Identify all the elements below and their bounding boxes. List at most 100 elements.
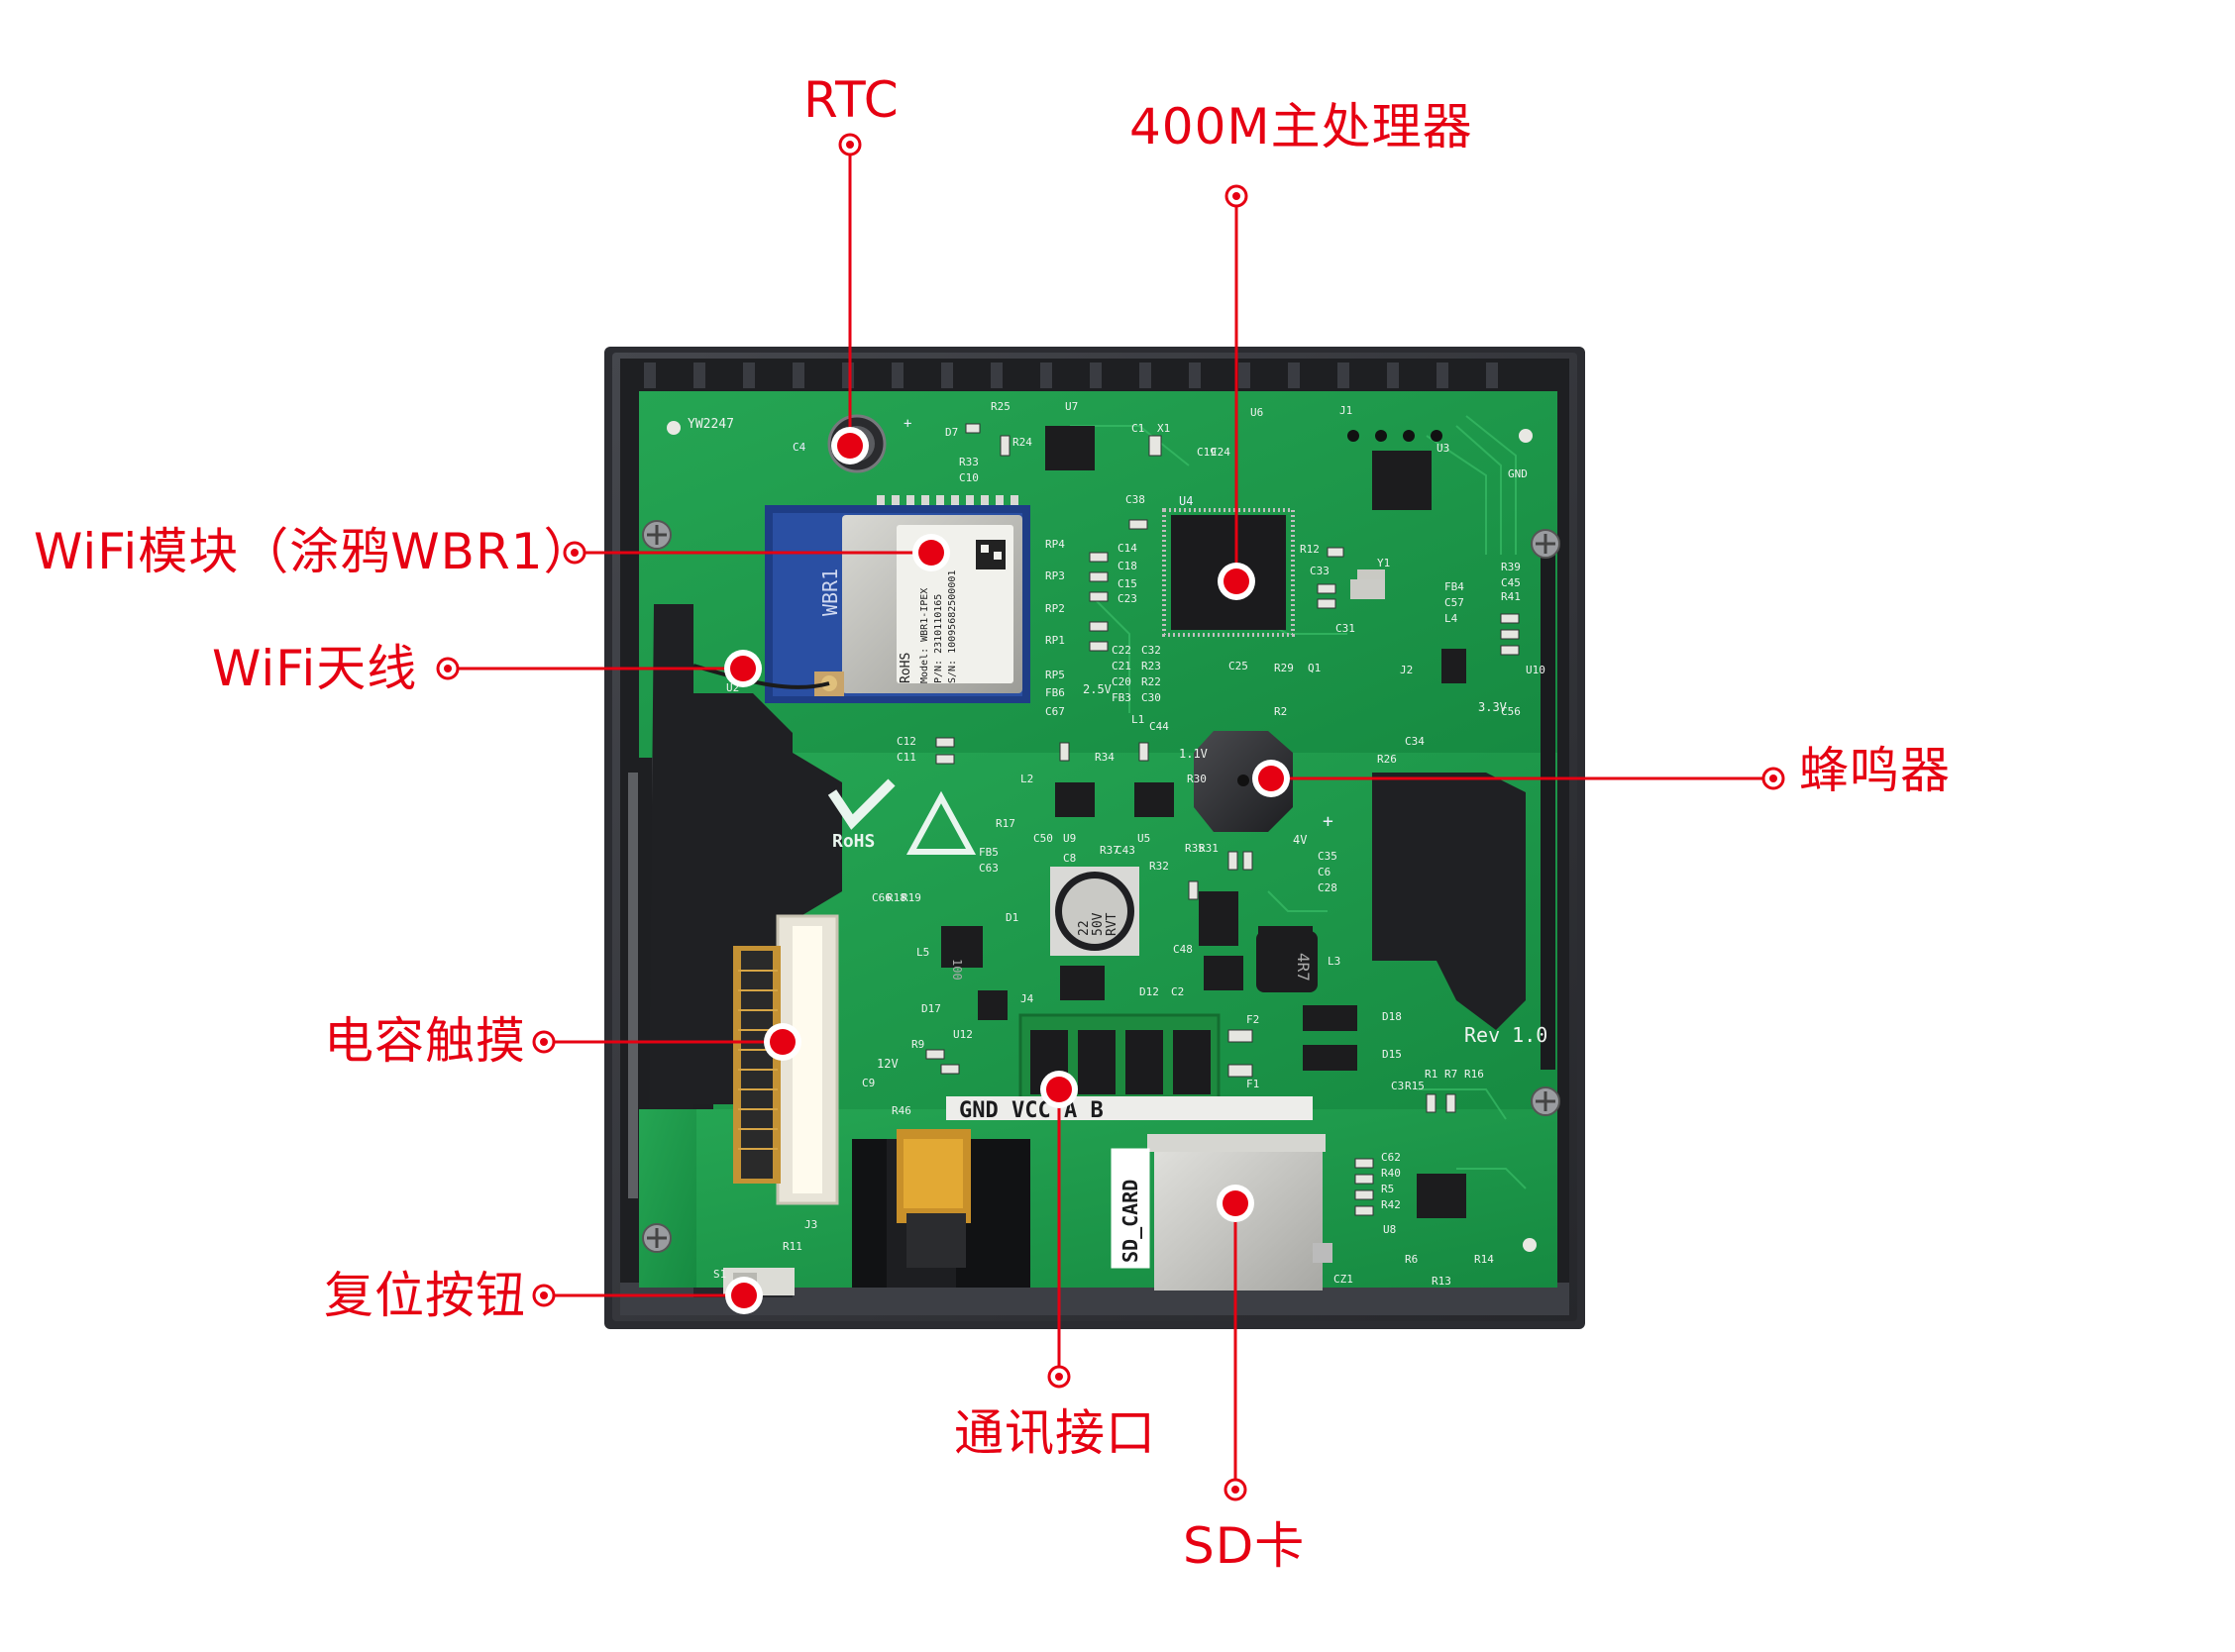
refdes-r29: R29: [1274, 662, 1294, 674]
refdes-c19: C19: [1197, 446, 1217, 459]
refdes-d17: D17: [921, 1002, 941, 1015]
callout-wifi-module: WiFi模块（涂鸦WBR1）: [34, 523, 594, 580]
refdes-c4: C4: [793, 441, 806, 454]
sd-card-silk: SD_CARD: [1118, 1180, 1142, 1263]
refdes-c3: C3: [1391, 1080, 1404, 1092]
refdes-r41: R41: [1501, 590, 1521, 603]
callout-rtc: RTC: [803, 71, 900, 129]
refdes-j1: J1: [1339, 404, 1352, 417]
cap-text-3: RVT: [1105, 912, 1119, 936]
silk-top-mark: YW2247: [688, 417, 734, 432]
refdes-c2: C2: [1171, 985, 1184, 998]
refdes-c62: C62: [1381, 1151, 1401, 1164]
refdes-c57: C57: [1444, 596, 1464, 609]
refdes-r42: R42: [1381, 1198, 1401, 1211]
refdes-r16: R16: [1464, 1068, 1484, 1081]
silk-4v: 4V: [1293, 833, 1307, 847]
refdes-c38: C38: [1125, 493, 1145, 506]
silk-rev: Rev 1.0: [1464, 1023, 1547, 1047]
refdes-c21: C21: [1112, 660, 1131, 672]
screws: [642, 421, 1560, 1253]
refdes-c63: C63: [979, 862, 999, 875]
refdes-c45: C45: [1501, 576, 1521, 589]
refdes-c50: C50: [1033, 832, 1053, 845]
refdes-rp5: RP5: [1045, 669, 1065, 681]
refdes-u5: U5: [1137, 832, 1150, 845]
refdes-d1: D1: [1006, 911, 1018, 924]
refdes-r19: R19: [902, 891, 921, 904]
refdes-c10: C10: [959, 471, 979, 484]
refdes-rp4: RP4: [1045, 538, 1065, 551]
refdes-y1: Y1: [1377, 557, 1390, 569]
callout-sd-card: SD卡: [1183, 1517, 1306, 1575]
refdes-c15: C15: [1118, 577, 1137, 590]
refdes-r1: R1: [1425, 1068, 1437, 1081]
silkscreen-text: YW2247 Rev 1.0 3.3V 12V 2.5V 1.1V 4V GND…: [688, 400, 1547, 1288]
refdes-fb6: FB6: [1045, 686, 1065, 699]
electrolytic-capacitor: 22 50V RVT: [1050, 867, 1139, 956]
refdes-c31: C31: [1335, 622, 1355, 635]
module-pads: [877, 495, 1018, 505]
refdes-u9: U9: [1063, 832, 1076, 845]
refdes-fb3: FB3: [1112, 691, 1131, 704]
refdes-r7: R7: [1444, 1068, 1457, 1081]
silk-3v3: 3.3V: [1478, 700, 1507, 714]
silk-gnd: GND: [1508, 467, 1528, 480]
refdes-c48: C48: [1173, 943, 1193, 956]
buzzer: +: [1194, 731, 1333, 832]
callout-wifi-antenna: WiFi天线: [212, 640, 418, 697]
refdes-c43: C43: [1116, 844, 1135, 857]
refdes-l5: L5: [916, 946, 929, 959]
svg-text:+: +: [1323, 811, 1333, 832]
refdes-r14: R14: [1474, 1253, 1494, 1266]
refdes-r15: R15: [1405, 1080, 1425, 1092]
refdes-r23: R23: [1141, 660, 1161, 672]
refdes-r33: R33: [959, 456, 979, 468]
refdes-r22: R22: [1141, 675, 1161, 688]
refdes-u7: U7: [1065, 400, 1078, 413]
module-rohs: RoHS: [899, 653, 913, 683]
refdes-c22: C22: [1112, 644, 1131, 657]
refdes-r17: R17: [996, 817, 1015, 830]
refdes-c9: C9: [862, 1077, 875, 1089]
refdes-c23: C23: [1118, 592, 1137, 605]
rohs-marks: RoHS: [827, 778, 977, 855]
refdes-f2: F2: [1246, 1013, 1259, 1026]
refdes-r11: R11: [783, 1240, 802, 1253]
silk-12v: 12V: [877, 1057, 899, 1071]
module-sn: S/N: 10095682500001: [947, 570, 958, 683]
refdes-r35: R35: [1185, 842, 1205, 855]
callout-lines: [454, 152, 1773, 1490]
refdes-d7: D7: [945, 426, 958, 439]
smd-parts: [925, 423, 1520, 1216]
refdes-u10: U10: [1526, 664, 1545, 676]
refdes-c18: C18: [1118, 560, 1137, 572]
inductors: 100 4R7: [941, 926, 1318, 992]
callout-comm-interface: 通讯接口: [954, 1404, 1156, 1462]
refdes-c24: C24: [1211, 446, 1230, 459]
refdes-cz1: CZ1: [1333, 1273, 1353, 1286]
refdes-r6: R6: [1405, 1253, 1418, 1266]
refdes-r25: R25: [991, 400, 1011, 413]
refdes-u12: U12: [953, 1028, 973, 1041]
callout-target-dots: [724, 427, 1290, 1314]
refdes-r9: R9: [911, 1038, 924, 1051]
callout-capacitive-touch: 电容触摸: [324, 1012, 526, 1070]
silk-1v1: 1.1V: [1179, 747, 1208, 761]
refdes-rp2: RP2: [1045, 602, 1065, 615]
refdes-r2: R2: [1274, 705, 1287, 718]
refdes-j2: J2: [1400, 664, 1413, 676]
refdes-d15: D15: [1382, 1048, 1402, 1061]
refdes-u3: U3: [1437, 442, 1449, 455]
refdes-s1: S1: [713, 1268, 726, 1281]
refdes-c6: C6: [1318, 866, 1330, 878]
refdes-u4: U4: [1179, 494, 1193, 508]
inductor-small: 100: [950, 959, 964, 981]
refdes-c34: C34: [1405, 735, 1425, 748]
refdes-j3: J3: [804, 1218, 817, 1231]
refdes-u6: U6: [1250, 406, 1263, 419]
refdes-c33: C33: [1310, 565, 1330, 577]
refdes-r34: R34: [1095, 751, 1115, 764]
svg-text:+: +: [904, 416, 911, 432]
refdes-r32: R32: [1149, 860, 1169, 873]
